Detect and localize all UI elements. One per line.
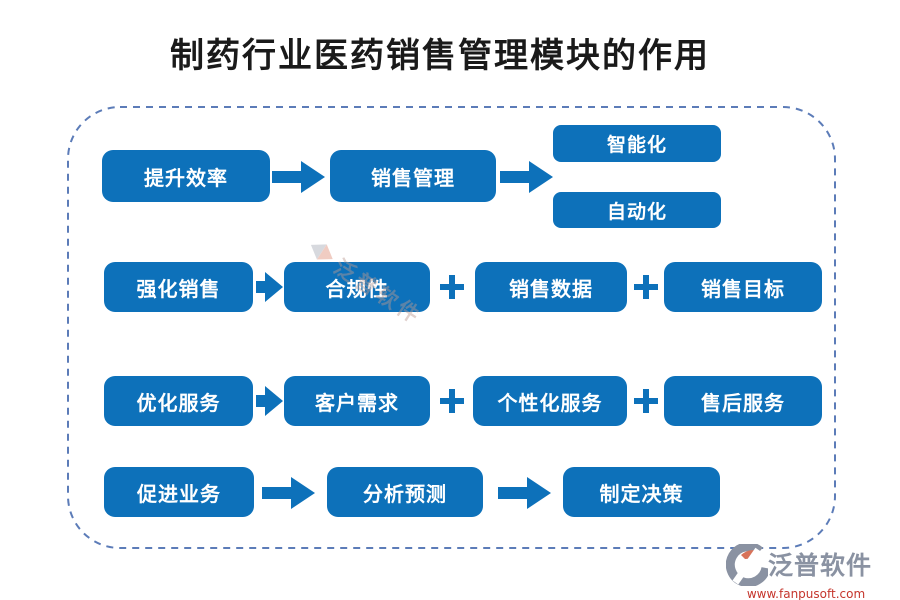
node-analysis-forecast: 分析预测 — [327, 467, 483, 517]
brand-footer: 泛普软件 www.fanpusoft.com — [726, 544, 886, 600]
node-intelligence: 智能化 — [553, 125, 721, 162]
node-strengthen-sales: 强化销售 — [104, 262, 253, 312]
node-sales-management: 销售管理 — [330, 150, 496, 202]
arrow-right-icon — [262, 477, 315, 509]
node-improve-efficiency: 提升效率 — [102, 150, 270, 202]
small-arrow-right-icon — [256, 272, 283, 302]
node-after-sales-service: 售后服务 — [664, 376, 822, 426]
brand-logo-icon — [726, 544, 768, 586]
arrow-right-icon — [498, 477, 551, 509]
arrow-right-icon — [500, 161, 553, 193]
arrow-right-icon — [272, 161, 325, 193]
brand-url: www.fanpusoft.com — [746, 587, 866, 600]
node-make-decisions: 制定决策 — [563, 467, 720, 517]
node-customer-needs: 客户需求 — [284, 376, 430, 426]
page-title: 制药行业医药销售管理模块的作用 — [170, 36, 710, 76]
plus-icon — [440, 389, 464, 413]
node-sales-data: 销售数据 — [475, 262, 627, 312]
node-personalized-service: 个性化服务 — [473, 376, 627, 426]
plus-icon — [634, 275, 658, 299]
plus-icon — [634, 389, 658, 413]
plus-icon — [440, 275, 464, 299]
node-optimize-service: 优化服务 — [104, 376, 253, 426]
node-compliance: 合规性 — [284, 262, 430, 312]
node-automation: 自动化 — [553, 192, 721, 228]
brand-name: 泛普软件 — [768, 550, 873, 580]
node-sales-target: 销售目标 — [664, 262, 822, 312]
small-arrow-right-icon — [256, 386, 283, 416]
node-promote-business: 促进业务 — [104, 467, 254, 517]
